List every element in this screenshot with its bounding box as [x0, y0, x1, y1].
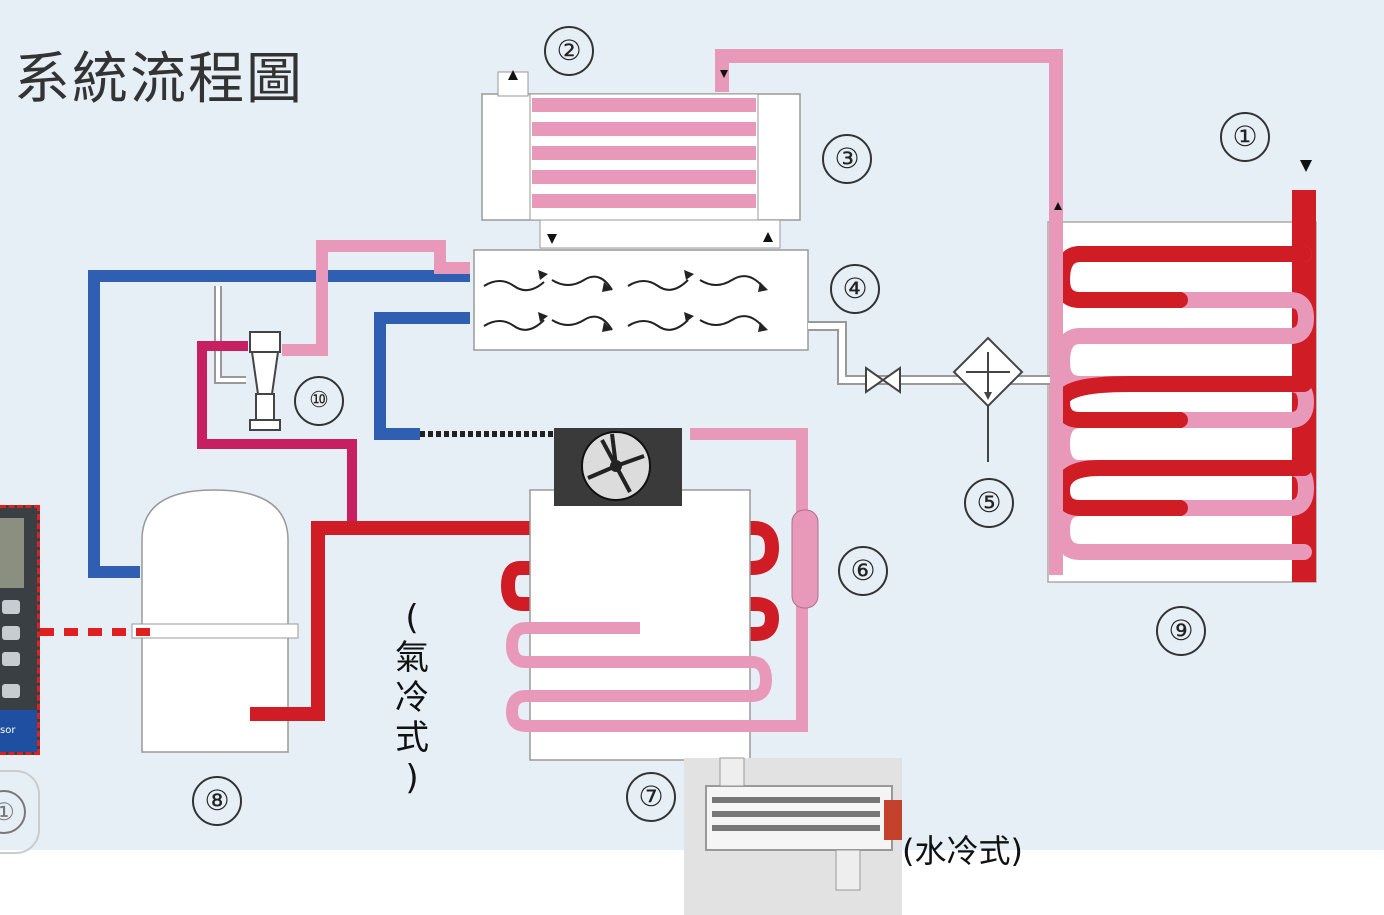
label-5: ⑤ [964, 478, 1014, 528]
label-4: ④ [830, 264, 880, 314]
air-exchanger [473, 249, 809, 351]
side-badge-number: ① [0, 790, 26, 834]
controller-screen [0, 518, 24, 588]
inlet-air-line [88, 270, 470, 578]
controller-button [2, 600, 20, 614]
label-2: ② [544, 26, 594, 76]
outlet-line-valve-filter [808, 321, 1050, 462]
water-cooled-exchanger [684, 757, 902, 915]
receiver-tank [131, 489, 299, 753]
controller-button [2, 652, 20, 666]
label-10: ⑩ [294, 376, 344, 426]
water-cooled-label: (水冷式) [902, 832, 1023, 870]
condenser-coil [505, 428, 808, 761]
label-1: ① [1220, 112, 1270, 162]
diagram-title: 系統流程圖 [14, 47, 304, 112]
controller-button [2, 684, 20, 698]
air-cooled-label: (氣冷式) [395, 598, 429, 798]
label-6: ⑥ [838, 546, 888, 596]
side-badge: ① [0, 770, 40, 854]
label-8: ⑧ [192, 776, 242, 826]
controller-brand-text: sor [0, 710, 37, 752]
controller-button [2, 626, 20, 640]
auto-drain-valve [249, 331, 281, 431]
controller-inset: sor [0, 505, 40, 755]
label-7: ⑦ [626, 772, 676, 822]
condenser-fan [420, 428, 682, 506]
dryer-filter [791, 509, 819, 609]
label-9: ⑨ [1156, 606, 1206, 656]
evaporator-coil [715, 49, 1317, 583]
pre-cooler-exchanger [481, 70, 801, 249]
label-3: ③ [822, 134, 872, 184]
